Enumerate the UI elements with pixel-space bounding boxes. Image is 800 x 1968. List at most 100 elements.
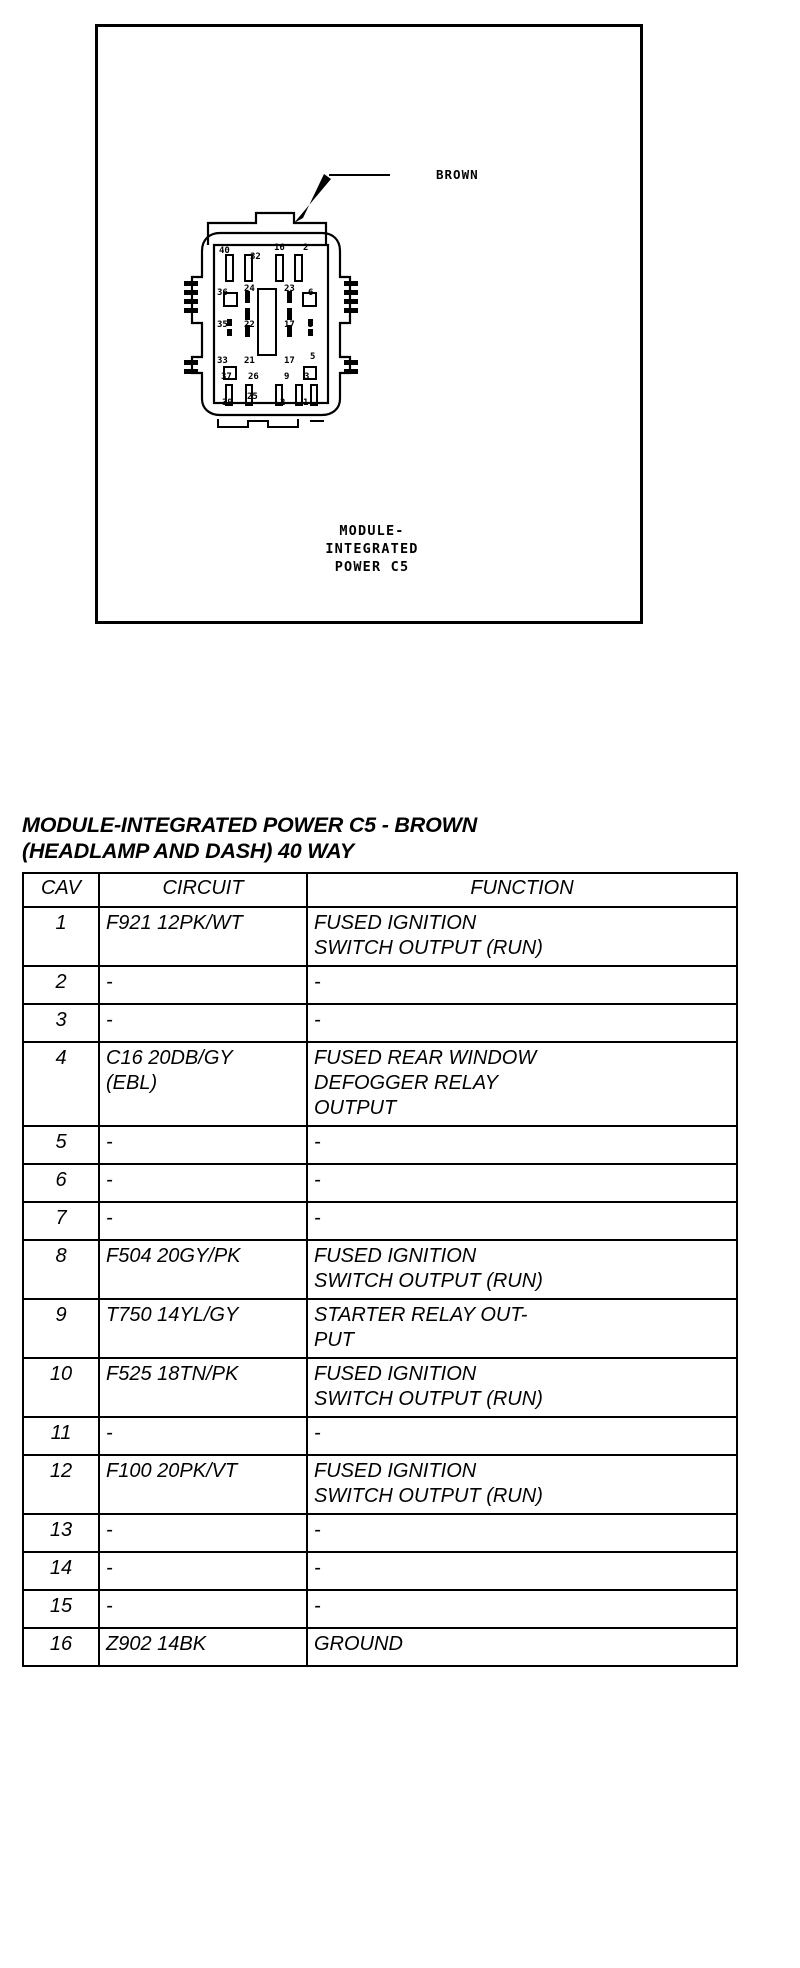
svg-text:22: 22 — [244, 320, 255, 330]
cell-function: GROUND — [306, 1627, 738, 1667]
svg-text:35: 35 — [217, 320, 228, 330]
cell-cav: 11 — [22, 1416, 100, 1456]
cell-function: FUSED IGNITION SWITCH OUTPUT (RUN) — [306, 906, 738, 967]
cavity-number-labels: 40 32 16 2 36 24 23 6 35 22 17 5 33 21 1… — [217, 243, 315, 408]
cell-function: - — [306, 1201, 738, 1241]
cavity-center-large — [257, 288, 277, 356]
cell-circuit: F504 20GY/PK — [98, 1239, 308, 1300]
cell-function: - — [306, 1513, 738, 1553]
cell-function: FUSED REAR WINDOW DEFOGGER RELAY OUTPUT — [306, 1041, 738, 1127]
cell-function: - — [306, 965, 738, 1005]
caption-line-3: POWER C5 — [334, 559, 410, 575]
table-row: 13-- — [22, 1513, 738, 1553]
cell-cav: 3 — [22, 1003, 100, 1043]
svg-text:23: 23 — [284, 284, 295, 294]
cell-circuit: F525 18TN/PK — [98, 1357, 308, 1418]
cell-cav: 6 — [22, 1163, 100, 1203]
connector-shell-outline — [190, 231, 352, 417]
connector-top-tab — [206, 211, 328, 245]
svg-text:25: 25 — [247, 392, 258, 402]
cell-cav: 1 — [22, 906, 100, 967]
cell-cav: 7 — [22, 1201, 100, 1241]
cell-circuit: - — [98, 1513, 308, 1553]
svg-text:17: 17 — [284, 356, 295, 366]
svg-text:6: 6 — [308, 288, 313, 298]
table-row: 3-- — [22, 1003, 738, 1043]
connector-bottom-rail — [217, 419, 324, 428]
table-header-row: CAV CIRCUIT FUNCTION — [22, 872, 738, 908]
cell-circuit: T750 14YL/GY — [98, 1298, 308, 1359]
cell-function: - — [306, 1416, 738, 1456]
cell-circuit: F100 20PK/VT — [98, 1454, 308, 1515]
cell-circuit: - — [98, 965, 308, 1005]
callout-label-brown: BROWN — [436, 167, 479, 182]
svg-text:2: 2 — [303, 243, 308, 253]
table-row: 11-- — [22, 1416, 738, 1456]
svg-text:5: 5 — [308, 320, 313, 330]
cell-cav: 12 — [22, 1454, 100, 1515]
cell-cav: 10 — [22, 1357, 100, 1418]
caption-line-2: INTEGRATED — [325, 541, 419, 557]
svg-text:3: 3 — [304, 372, 309, 382]
cavity-row-b — [223, 292, 317, 307]
cell-function: - — [306, 1003, 738, 1043]
cell-function: - — [306, 1125, 738, 1165]
svg-text:21: 21 — [244, 356, 255, 366]
connector-cavity-field — [212, 243, 330, 405]
cell-cav: 13 — [22, 1513, 100, 1553]
caption-line-1: MODULE- — [339, 523, 405, 539]
svg-text:1: 1 — [303, 398, 308, 408]
cell-circuit: - — [98, 1551, 308, 1591]
svg-text:40: 40 — [219, 246, 230, 256]
column-header-cav: CAV — [22, 872, 100, 908]
cell-circuit: - — [98, 1201, 308, 1241]
svg-text:39: 39 — [222, 398, 233, 408]
cell-cav: 4 — [22, 1041, 100, 1127]
column-header-circuit: CIRCUIT — [98, 872, 308, 908]
table-row: 7-- — [22, 1201, 738, 1241]
table-row: 2-- — [22, 965, 738, 1005]
cell-cav: 5 — [22, 1125, 100, 1165]
cell-cav: 16 — [22, 1627, 100, 1667]
cell-cav: 15 — [22, 1589, 100, 1629]
cell-function: - — [306, 1551, 738, 1591]
svg-text:16: 16 — [274, 243, 285, 253]
cell-circuit: - — [98, 1163, 308, 1203]
connector-caption: MODULE- INTEGRATED POWER C5 — [98, 522, 646, 576]
svg-text:5: 5 — [310, 352, 315, 362]
callout-arrow-head — [294, 174, 331, 223]
table-row: 5-- — [22, 1125, 738, 1165]
table-row: 6-- — [22, 1163, 738, 1203]
cell-function: FUSED IGNITION SWITCH OUTPUT (RUN) — [306, 1357, 738, 1418]
table-row: 15-- — [22, 1589, 738, 1629]
cell-cav: 9 — [22, 1298, 100, 1359]
cell-function: STARTER RELAY OUT- PUT — [306, 1298, 738, 1359]
cell-cav: 8 — [22, 1239, 100, 1300]
svg-text:17: 17 — [284, 320, 295, 330]
table-row: 14-- — [22, 1551, 738, 1591]
svg-text:24: 24 — [244, 284, 255, 294]
cell-function: FUSED IGNITION SWITCH OUTPUT (RUN) — [306, 1454, 738, 1515]
svg-text:36: 36 — [217, 288, 228, 298]
cell-circuit: F921 12PK/WT — [98, 906, 308, 967]
page-title: MODULE-INTEGRATED POWER C5 - BROWN (HEAD… — [22, 813, 478, 863]
cell-function: - — [306, 1163, 738, 1203]
svg-text:32: 32 — [250, 252, 261, 262]
connector-figure-panel: 40 32 16 2 36 24 23 6 35 22 17 5 33 21 1… — [95, 24, 643, 624]
cavity-row-a — [225, 254, 303, 282]
svg-text:2: 2 — [280, 398, 285, 408]
connector-drawing: 40 32 16 2 36 24 23 6 35 22 17 5 33 21 1… — [184, 174, 390, 428]
cell-cav: 14 — [22, 1551, 100, 1591]
cavity-row-c — [223, 366, 318, 406]
connector-right-latch — [344, 281, 358, 374]
cavity-small-slots — [227, 291, 313, 337]
connector-illustration: 40 32 16 2 36 24 23 6 35 22 17 5 33 21 1… — [98, 27, 646, 627]
cell-function: FUSED IGNITION SWITCH OUTPUT (RUN) — [306, 1239, 738, 1300]
